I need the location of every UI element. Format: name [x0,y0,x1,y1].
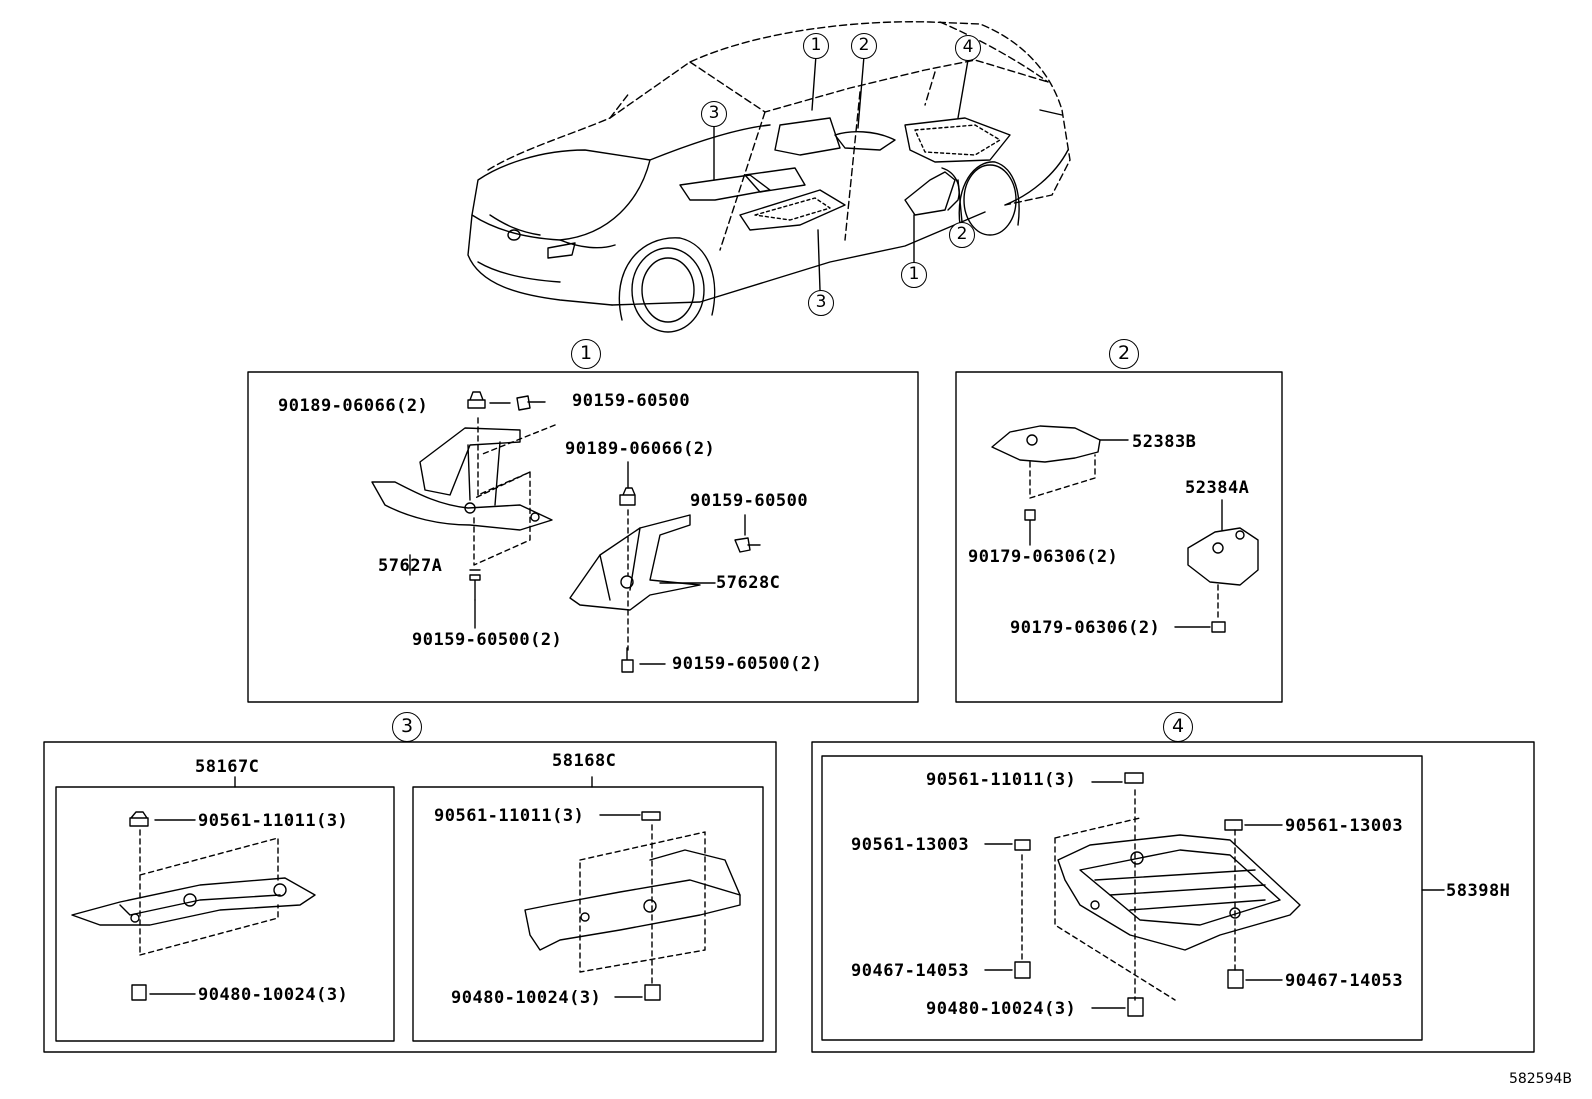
part-label-57628C: 57628C [716,573,781,593]
part-label-52383B: 52383B [1132,432,1197,452]
part-label-90179-06306-bottom: 90179-06306(2) [1010,618,1161,638]
section-3-right-frame [412,786,764,1042]
section-2-frame [955,371,1283,703]
car-callout-1-top: 1 [803,33,829,59]
section-4-number: 4 [1163,712,1193,742]
part-label-90480-10024-right: 90480-10024(3) [451,988,602,1008]
section-2-parts [991,425,1259,633]
part-label-90561-11011-left: 90561-11011(3) [198,811,349,831]
part-label-90159-60500-bottom: 90159-60500(2) [672,654,823,674]
section-4-inner-frame [821,755,1423,1041]
part-label-90480-10024: 90480-10024(3) [926,999,1077,1019]
car-callout-3-left: 3 [701,101,727,127]
part-label-90179-06306-left: 90179-06306(2) [968,547,1119,567]
part-label-90467-14053-right: 90467-14053 [1285,971,1404,991]
part-label-90561-11011: 90561-11011(3) [926,770,1077,790]
part-label-90561-13003-right: 90561-13003 [1285,816,1404,836]
section-1-number: 1 [571,339,601,369]
car-callout-3-bottom: 3 [808,290,834,316]
section-4-parts [984,772,1445,1017]
part-label-90159-60500-top: 90159-60500 [572,391,691,411]
section-4-frame [811,741,1535,1053]
part-label-57627A: 57627A [378,556,443,576]
section-1-frame [247,371,919,703]
part-label-90561-11011-right: 90561-11011(3) [434,806,585,826]
car-callout-2-top: 2 [851,33,877,59]
part-label-90561-13003-left: 90561-13003 [851,835,970,855]
car-callout-1-bottom: 1 [901,262,927,288]
section-3-number: 3 [392,712,422,742]
part-label-58168C: 58168C [552,751,617,771]
part-label-90189-06066-top: 90189-06066(2) [278,396,429,416]
part-label-90159-60500-left-bottom: 90159-60500(2) [412,630,563,650]
car-callout-2-bottom: 2 [949,222,975,248]
section-3-frame [43,741,777,1053]
part-label-58398H: 58398H [1446,881,1511,901]
section-3-left-frame [55,786,395,1042]
diagram-code: 582594B [1508,1071,1572,1087]
part-label-90467-14053-left: 90467-14053 [851,961,970,981]
part-label-90159-60500-right: 90159-60500 [690,491,809,511]
part-label-52384A: 52384A [1185,478,1250,498]
part-label-90480-10024-left: 90480-10024(3) [198,985,349,1005]
car-callout-4-top: 4 [955,35,981,61]
part-label-90189-06066-mid: 90189-06066(2) [565,439,716,459]
section-3-parts [71,776,741,1001]
section-1-parts [371,391,761,673]
car-overview-illustration [467,21,1071,333]
part-label-58167C: 58167C [195,757,260,777]
section-2-number: 2 [1109,339,1139,369]
